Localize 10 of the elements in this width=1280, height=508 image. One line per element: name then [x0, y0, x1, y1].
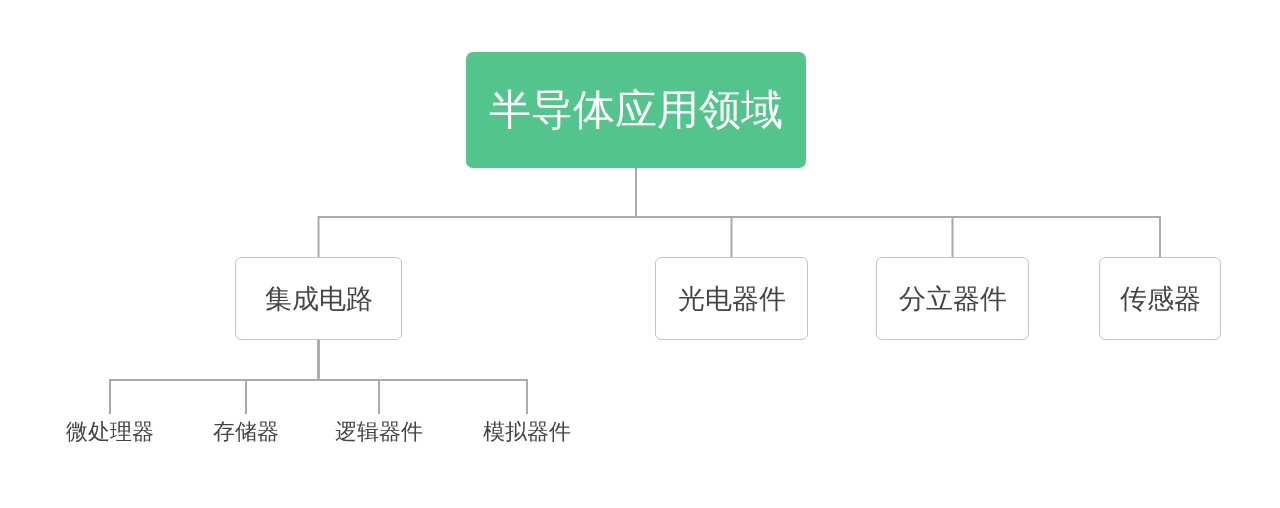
item-label: 逻辑器件 [331, 414, 427, 450]
category-box: 传感器 [1099, 257, 1221, 340]
category-box: 分立器件 [876, 257, 1029, 340]
root-box: 半导体应用领域 [466, 52, 806, 168]
item-label: 微处理器 [62, 414, 158, 450]
item-label: 模拟器件 [479, 414, 575, 450]
connector-line [317, 339, 528, 415]
category-box: 集成电路 [235, 257, 402, 340]
item-label: 存储器 [208, 414, 284, 450]
category-box: 光电器件 [655, 257, 808, 340]
